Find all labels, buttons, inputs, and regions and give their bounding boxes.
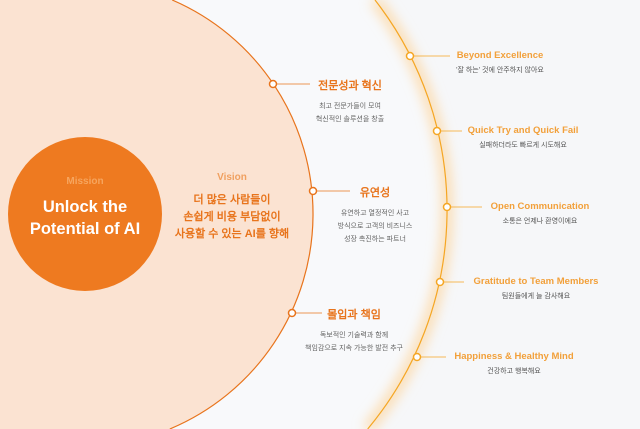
culture-value-beyond-excellence: Beyond Excellence '잘 하는' 것에 안주하지 않아요 [440,50,560,75]
core-value-desc: 유연하고 열정적인 사고 방식으로 고객의 비즈니스 성장 촉진하는 파트너 [337,210,413,243]
core-value-title: 전문성과 혁신 [318,80,382,92]
core-value-expertise: 전문성과 혁신 최고 전문가들이 모여 혁신적인 솔루션을 창출 [290,77,410,126]
culture-value-desc: 건강하고 행복해요 [487,368,541,375]
vision-circle-border [169,0,314,429]
core-value-desc: 최고 전문가들이 모여 혁신적인 솔루션을 창출 [315,103,385,123]
core-value-title: 몰입과 책임 [327,309,381,321]
culture-value-title: Beyond Excellence [456,50,544,61]
mission-title: Unlock the Potential of AI [29,198,141,238]
core-value-title: 유연성 [359,187,391,199]
culture-value-desc: 실패하더라도 빠르게 시도해요 [479,142,567,149]
culture-value-title: Quick Try and Quick Fail [467,125,579,136]
culture-value-desc: 팀원들에게 늘 감사해요 [501,293,571,300]
culture-connectors [405,51,482,362]
culture-value-quick-try: Quick Try and Quick Fail 실패하더라도 빠르게 시도해요 [460,125,586,150]
culture-value-title: Gratitude to Team Members [473,276,599,287]
culture-value-title: Happiness & Healthy Mind [454,351,574,362]
mission-circle [8,137,162,291]
culture-value-desc: '잘 하는' 것에 안주하지 않아요 [456,67,544,74]
core-connectors [268,79,350,318]
core-value-desc: 독보적인 기술력과 함께 책임감으로 지속 가능한 발전 추구 [305,332,403,352]
vision-label: Vision [217,172,247,183]
mission-label: Mission [66,176,104,187]
culture-value-gratitude: Gratitude to Team Members 팀원들에게 늘 감사해요 [464,276,608,301]
culture-value-happiness: Happiness & Healthy Mind 건강하고 행복해요 [446,351,582,376]
culture-value-open-communication: Open Communication 소통은 언제나 환영이에요 [480,201,600,226]
vision-text: 더 많은 사람들이 손쉽게 비용 부담없이 사용할 수 있는 AI를 향해 [174,194,290,240]
core-value-commitment: 몰입과 책임 독보적인 기술력과 함께 책임감으로 지속 가능한 발전 추구 [280,306,428,355]
culture-value-title: Open Communication [490,201,590,212]
culture-value-desc: 소통은 언제나 환영이에요 [502,218,578,225]
core-value-flexibility: 유연성 유연하고 열정적인 사고 방식으로 고객의 비즈니스 성장 촉진하는 파… [320,184,430,246]
